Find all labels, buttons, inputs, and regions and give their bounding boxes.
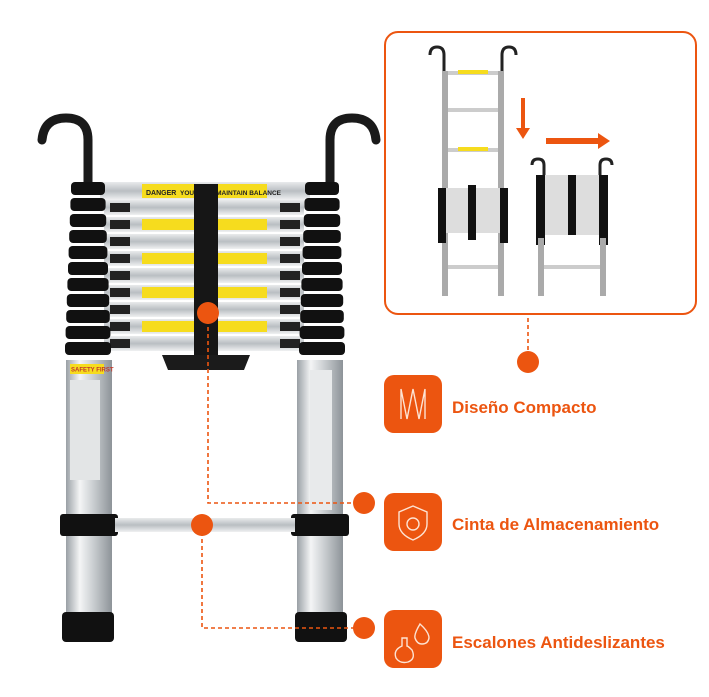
right-ring — [300, 310, 344, 323]
feature-label-steps: Escalones Antideslizantes — [452, 633, 665, 652]
left-ring — [67, 278, 109, 291]
left-ring — [66, 310, 110, 323]
left-ring — [69, 214, 107, 227]
right-ring — [305, 182, 339, 195]
left-ring — [68, 262, 108, 275]
right-ring — [302, 262, 342, 275]
left-ring — [65, 342, 111, 355]
shield-icon — [384, 493, 442, 551]
storage-strap — [194, 184, 218, 370]
right-foot — [295, 612, 347, 642]
right-ring — [304, 198, 340, 211]
left-ring — [66, 294, 110, 307]
right-ring — [299, 326, 345, 339]
callout-lines — [201, 313, 529, 629]
left-ring — [70, 198, 106, 211]
right-ring — [301, 278, 343, 291]
hooks — [37, 113, 381, 195]
left-ring — [71, 182, 105, 195]
flask-drop-icon — [384, 610, 442, 668]
right-ring — [302, 246, 342, 259]
callout-dots — [191, 302, 539, 639]
right-ring — [300, 294, 344, 307]
feature-label-compact: Diseño Compacto — [452, 398, 597, 417]
left-foot — [62, 612, 114, 642]
right-ring — [303, 230, 341, 243]
left-ring — [69, 230, 107, 243]
danger-label: DANGER — [146, 190, 176, 197]
feature-label-strap: Cinta de Almacenamiento — [452, 515, 660, 534]
left-ring — [68, 246, 108, 259]
zigzag-compact-icon — [384, 375, 442, 433]
balance-label: YOU MUST MAINTAIN BALANCE — [180, 190, 282, 197]
safety-label: SAFETY FIRST — [71, 368, 114, 374]
right-ring — [299, 342, 345, 355]
extension-inset — [384, 31, 697, 315]
left-ring — [65, 326, 111, 339]
right-ring — [303, 214, 341, 227]
extension-diagram — [428, 45, 614, 296]
